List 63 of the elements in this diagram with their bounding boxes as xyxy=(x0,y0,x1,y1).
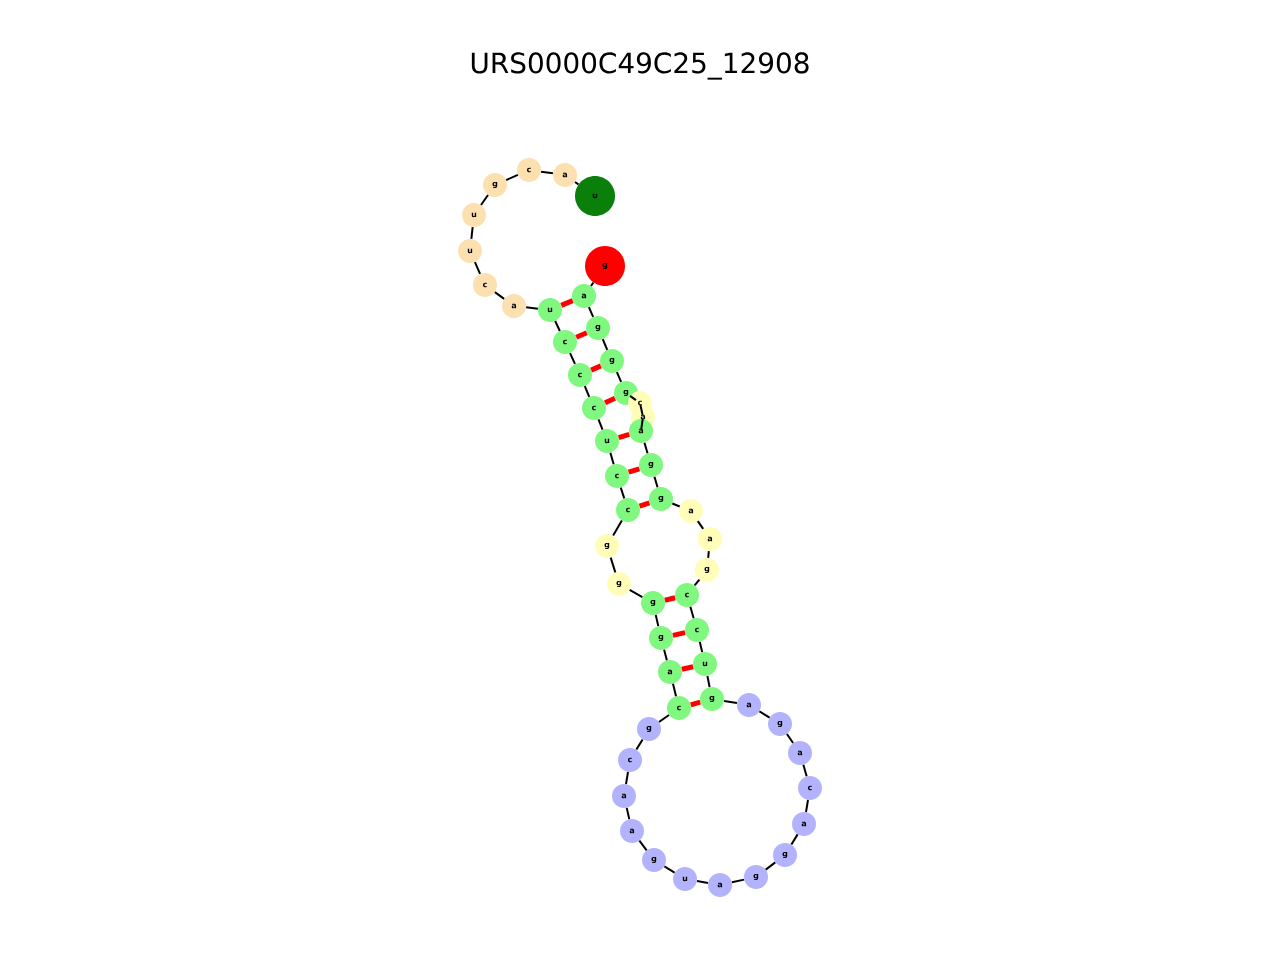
backbone-line xyxy=(574,181,580,186)
backbone-line xyxy=(730,878,746,884)
backbone-line xyxy=(525,306,539,310)
backbone-line xyxy=(689,605,695,620)
base-pair-line xyxy=(664,595,676,603)
backbone-line xyxy=(805,799,809,813)
base-pair-line xyxy=(672,630,686,638)
backbone-line xyxy=(609,451,615,466)
backbone-line xyxy=(785,733,795,744)
backbone-line xyxy=(609,556,617,574)
base-pair-line xyxy=(690,699,701,708)
backbone-line xyxy=(696,880,709,884)
backbone-line xyxy=(698,640,704,654)
backbone-line xyxy=(643,441,649,455)
backbone-line xyxy=(696,520,705,530)
base-pair-line xyxy=(604,395,616,406)
backbone-line xyxy=(569,352,576,365)
backbone-line xyxy=(619,486,626,500)
base-pair-line xyxy=(590,363,602,373)
backbone-line xyxy=(629,394,637,402)
backbone-line xyxy=(640,417,644,431)
backbone-line xyxy=(653,475,659,489)
backbone-line xyxy=(505,173,519,182)
backbone-line xyxy=(639,404,644,416)
backbone-line xyxy=(658,714,670,723)
backbone-line xyxy=(671,502,681,508)
backbone-line xyxy=(693,578,701,587)
backbone-line xyxy=(540,170,554,175)
backbone-line xyxy=(587,306,595,318)
backbone-line xyxy=(601,338,609,351)
base-pair-line xyxy=(618,432,630,440)
backbone-line xyxy=(625,806,631,821)
backbone-line xyxy=(590,281,595,287)
backbone-line xyxy=(764,861,777,871)
backbone-line xyxy=(473,261,482,275)
backbone-line xyxy=(707,550,710,559)
backbone-line xyxy=(583,385,591,398)
backbone-line xyxy=(790,833,799,846)
backbone-line xyxy=(654,613,660,628)
base-pair-line xyxy=(627,466,641,475)
backbone-line xyxy=(758,710,771,719)
backbone-line xyxy=(554,320,561,332)
backbone-line xyxy=(615,371,623,383)
base-pair-line xyxy=(575,330,588,340)
backbone-line xyxy=(706,674,711,689)
backbone-line xyxy=(597,418,604,431)
backbone-line xyxy=(628,588,644,599)
backbone-line xyxy=(480,194,489,206)
backbone-line xyxy=(671,682,678,698)
title: URS0000C49C25_12908 xyxy=(471,52,809,80)
base-pair-line xyxy=(681,664,694,672)
backbone-line xyxy=(802,763,808,778)
backbone-line xyxy=(493,291,506,300)
backbone-line xyxy=(723,699,738,705)
backbone-line xyxy=(663,648,668,662)
base-pair-line xyxy=(560,298,574,308)
backbone-line xyxy=(663,865,676,874)
backbone-line xyxy=(635,738,644,751)
backbone-line xyxy=(612,519,623,537)
backbone-line xyxy=(638,839,648,852)
base-pair-line xyxy=(638,500,651,509)
backbone-line xyxy=(625,771,629,785)
backbone-line xyxy=(470,226,474,240)
